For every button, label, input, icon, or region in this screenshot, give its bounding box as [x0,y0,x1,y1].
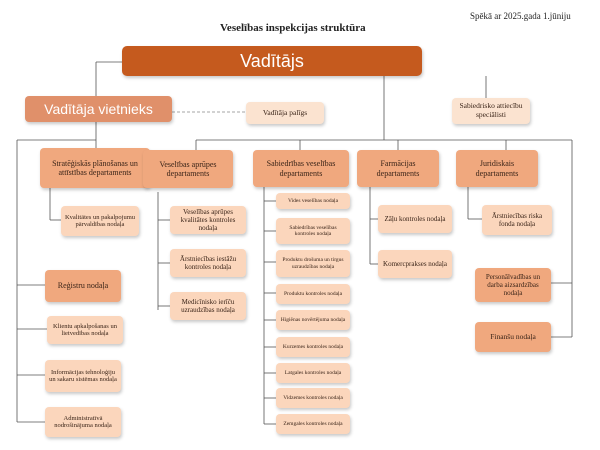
it-communications-unit: Informācijas tehnoloģiju un sakaru sistē… [45,360,121,392]
public-health-department: Sabiedrības veselības departaments [253,150,349,187]
head-box: Vadītājs [122,46,422,76]
registry-unit: Reģistru nodaļa [45,270,121,302]
healthcare-quality-unit: Veselības aprūpes kvalitātes kontroles n… [170,206,246,234]
deputy-box: Vadītāja vietnieks [25,96,172,122]
finance-unit: Finanšu nodaļa [475,322,551,352]
healthcare-department: Veselības aprūpes departaments [143,150,233,188]
chart-title: Veselības inspekcijas struktūra [220,22,366,34]
commercial-practice-unit: Komercprakses nodaļa [378,250,452,278]
medical-devices-unit: Medicīnisko ierīču uzraudzības nodaļa [170,292,246,320]
product-safety-unit: Produktu drošuma un tirgus uzraudzības n… [276,250,350,277]
treatment-risk-fund-unit: Ārstniecības riska fonda nodaļa [482,205,552,235]
effective-date: Spēkā ar 2025.gada 1.jūniju [470,11,571,21]
product-control-unit: Produktu kontroles nodaļa [276,284,350,304]
assistant-box: Vadītāja palīgs [246,102,324,124]
zemgale-control-unit: Zemgales kontroles nodaļa [276,414,350,434]
strategic-planning-department: Stratēģiskās plānošanas un attīstības de… [40,148,150,188]
client-service-unit: Klientu apkalpošanas un lietvedības noda… [47,316,123,344]
quality-services-unit: Kvalitātes un pakalpojumu pārvaldības no… [61,206,139,236]
environmental-health-unit: Vides veselības nodaļa [276,193,350,209]
administrative-support-unit: Administratīvā nodrošinājuma nodaļa [45,407,121,437]
pharmacy-department: Farmācijas departaments [357,150,439,187]
vidzeme-control-unit: Vidzemes kontroles nodaļa [276,388,350,408]
legal-department: Juridiskais departaments [456,150,538,187]
kurzeme-control-unit: Kurzemes kontroles nodaļa [276,337,350,357]
personnel-management-unit: Personālvadības un darba aizsardzības no… [475,268,551,302]
latgale-control-unit: Latgales kontroles nodaļa [276,363,350,383]
medicine-control-unit: Zāļu kontroles nodaļa [378,205,452,233]
hygiene-assessment-unit: Higiēnas novērtējuma nodaļa [276,310,350,330]
pr-specialists-box: Sabiedrisko attiecību speciālisti [452,98,530,124]
public-health-control-unit: Sabiedrības veselības kontroles nodaļa [276,218,350,244]
medical-institutions-unit: Ārstniecības iestāžu kontroles nodaļa [170,249,246,277]
